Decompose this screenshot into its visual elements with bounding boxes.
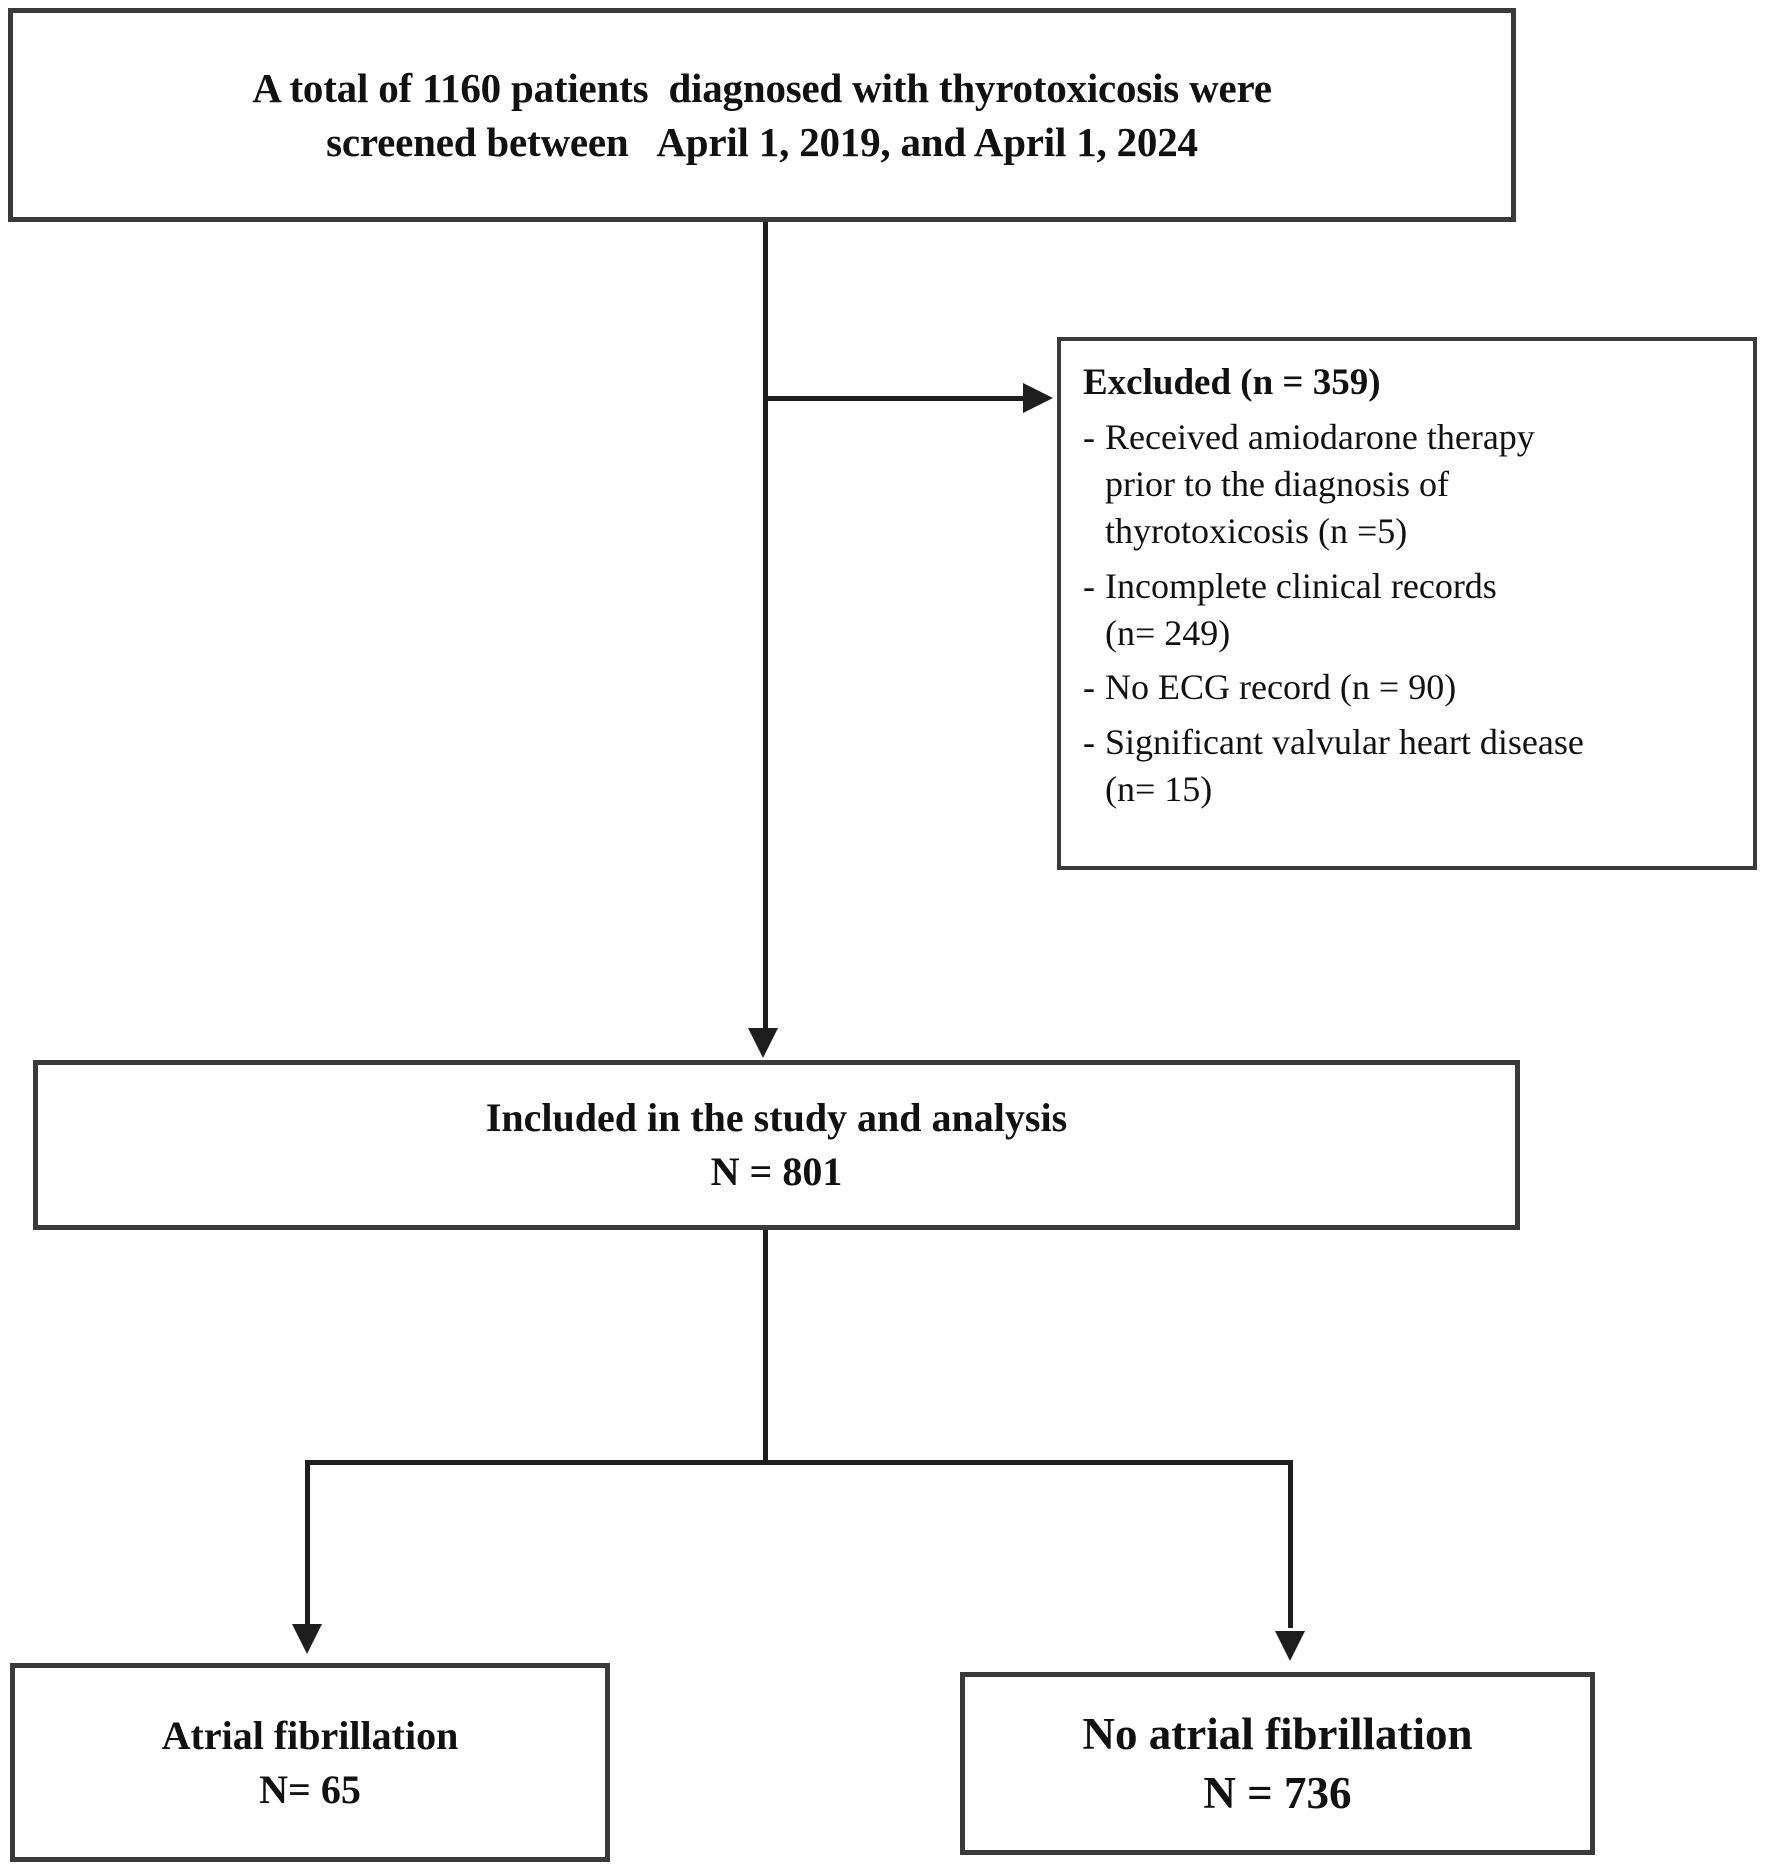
excluded-item: - No ECG record (n = 90) — [1083, 664, 1753, 711]
connector-to-no-atrial-fibrillation — [1288, 1460, 1293, 1628]
bullet-dash: - — [1083, 722, 1095, 763]
connector-screened-to-included — [763, 222, 768, 1032]
excluded-item-text: Incomplete clinical records (n= 249) — [1105, 563, 1753, 657]
excluded-item: - Received amiodarone therapy prior to t… — [1083, 414, 1753, 554]
included-line-2: N = 801 — [710, 1149, 843, 1194]
excluded-item-line-2: (n= 249) — [1105, 612, 1231, 653]
excluded-item: - Significant valvular heart disease (n=… — [1083, 719, 1753, 813]
no-atrial-fibrillation-label: No atrial fibrillation — [1082, 1709, 1473, 1759]
excluded-item-line-1: No ECG record (n = 90) — [1105, 667, 1457, 708]
excluded-patients-box: Excluded (n = 359) - Received amiodarone… — [1057, 337, 1757, 870]
connector-to-excluded-box — [763, 396, 1025, 401]
connector-to-atrial-fibrillation — [305, 1460, 310, 1628]
screened-line-2: screened between April 1, 2019, and Apri… — [326, 119, 1198, 165]
included-in-study-box: Included in the study and analysis N = 8… — [33, 1060, 1520, 1230]
excluded-item-text: Significant valvular heart disease (n= 1… — [1105, 719, 1753, 813]
excluded-item-line-2: (n= 15) — [1105, 768, 1213, 809]
bullet-dash: - — [1083, 417, 1095, 458]
arrowhead-into-no-atrial-fibrillation-box — [1275, 1631, 1305, 1661]
arrowhead-into-excluded-box — [1023, 383, 1053, 413]
atrial-fibrillation-label: Atrial fibrillation — [161, 1712, 459, 1758]
excluded-item: - Incomplete clinical records (n= 249) — [1083, 563, 1753, 657]
excluded-item-line-1: Incomplete clinical records — [1105, 565, 1497, 606]
connector-split-bar — [305, 1460, 1293, 1465]
excluded-item-text: No ECG record (n = 90) — [1105, 664, 1753, 711]
excluded-item-line-3: thyrotoxicosis (n =5) — [1105, 510, 1408, 551]
atrial-fibrillation-count: N= 65 — [259, 1766, 361, 1812]
connector-included-to-split — [763, 1230, 768, 1464]
arrowhead-into-included-box — [748, 1028, 778, 1058]
excluded-title: Excluded (n = 359) — [1083, 362, 1381, 403]
excluded-item-line-2: prior to the diagnosis of — [1105, 464, 1449, 505]
atrial-fibrillation-box: Atrial fibrillation N= 65 — [10, 1663, 610, 1862]
no-atrial-fibrillation-box: No atrial fibrillation N = 736 — [960, 1672, 1595, 1855]
screened-line-1: A total of 1160 patients diagnosed with … — [252, 64, 1272, 111]
included-line-1: Included in the study and analysis — [485, 1095, 1068, 1141]
bullet-dash: - — [1083, 565, 1095, 606]
excluded-item-line-1: Significant valvular heart disease — [1105, 722, 1584, 763]
screened-patients-box: A total of 1160 patients diagnosed with … — [8, 8, 1516, 222]
bullet-dash: - — [1083, 667, 1095, 708]
no-atrial-fibrillation-count: N = 736 — [1203, 1767, 1352, 1818]
arrowhead-into-atrial-fibrillation-box — [292, 1624, 322, 1654]
excluded-item-line-1: Received amiodarone therapy — [1105, 417, 1535, 458]
excluded-item-text: Received amiodarone therapy prior to the… — [1105, 414, 1753, 554]
